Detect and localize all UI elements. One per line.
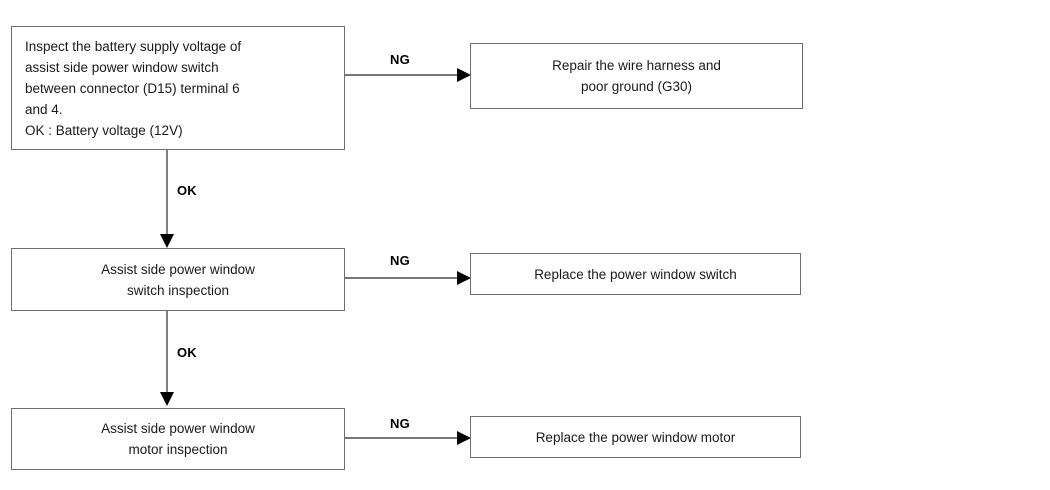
node-assist-side-power-window-motor-inspection[interactable]: Assist side power window motor inspectio… bbox=[11, 408, 345, 470]
connector-step1-to-result1 bbox=[345, 68, 471, 82]
node-inspect-battery-supply-voltage[interactable]: Inspect the battery supply voltage of as… bbox=[11, 26, 345, 150]
connector-step2-to-step3 bbox=[160, 311, 174, 406]
node-text-line: between connector (D15) terminal 6 bbox=[25, 80, 240, 96]
node-text-line: Assist side power window bbox=[101, 421, 255, 436]
edge-label-ng-2: NG bbox=[390, 253, 410, 268]
node-text-line: Inspect the battery supply voltage of bbox=[25, 38, 242, 54]
connector-step2-to-result2 bbox=[345, 271, 471, 285]
node-replace-power-window-motor[interactable]: Replace the power window motor bbox=[470, 416, 801, 458]
edge-label-ok-1: OK bbox=[177, 183, 197, 198]
node-text-line: poor ground (G30) bbox=[580, 79, 693, 94]
node-text-line: motor inspection bbox=[128, 442, 228, 457]
connector-step1-to-step2 bbox=[160, 150, 174, 248]
node-text-line: assist side power window switch bbox=[25, 59, 219, 75]
node-text-line: Replace the power window switch bbox=[534, 266, 737, 282]
node-text-line: Repair the wire harness and bbox=[552, 58, 721, 73]
node-repair-wire-harness-and-ground[interactable]: Repair the wire harness and poor ground … bbox=[470, 43, 803, 109]
node-text-line: switch inspection bbox=[126, 282, 230, 298]
node-text-line: Assist side power window bbox=[101, 261, 255, 277]
node-text-line: OK : Battery voltage (12V) bbox=[25, 122, 183, 138]
edge-label-ok-2: OK bbox=[177, 345, 197, 360]
node-text-line: Replace the power window motor bbox=[535, 429, 736, 445]
connector-step3-to-result3 bbox=[345, 431, 471, 445]
node-assist-side-power-window-switch-inspection[interactable]: Assist side power window switch inspecti… bbox=[11, 248, 345, 311]
node-replace-power-window-switch[interactable]: Replace the power window switch bbox=[470, 253, 801, 295]
edge-label-ng-1: NG bbox=[390, 52, 410, 67]
node-text-line: and 4. bbox=[25, 101, 63, 117]
edge-label-ng-3: NG bbox=[390, 416, 410, 431]
